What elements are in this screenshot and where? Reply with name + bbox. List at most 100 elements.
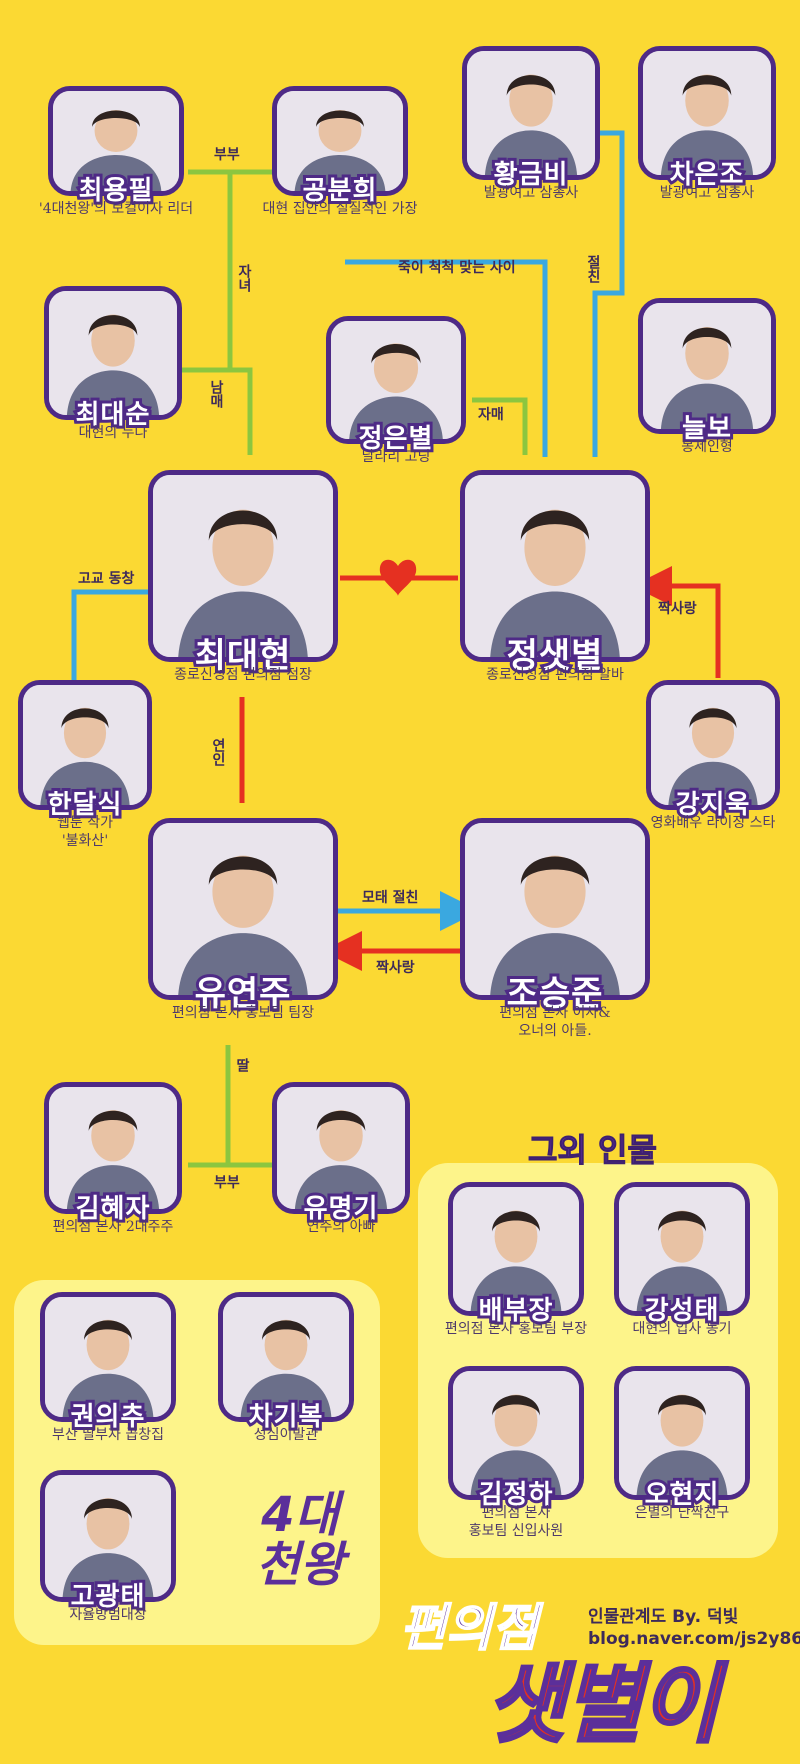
- character-name: 차기복: [246, 1399, 326, 1435]
- character-name: 정샛별: [504, 633, 606, 679]
- character-name: 유연주: [192, 971, 294, 1017]
- character-description: 웹툰 작가: [57, 815, 113, 831]
- character-name: 유명기: [301, 1191, 381, 1227]
- character-name: 조승준: [504, 971, 606, 1017]
- character-name: 김혜자: [73, 1191, 153, 1227]
- portrait-image: [148, 818, 338, 1000]
- character-name: 오현지: [642, 1477, 722, 1513]
- character-description: 영화배우 라이징 스타: [650, 815, 776, 831]
- character-description: 종로신성점 편의점 알바: [486, 667, 624, 683]
- character-description: 종로신성점 편의점 점장: [174, 667, 312, 683]
- character-description: 편의점 본사: [481, 1505, 551, 1521]
- character-description: 편의점 본사 2대주주: [52, 1219, 174, 1235]
- rel-bubu2: 부부: [214, 1175, 240, 1191]
- character-description: 은별의 단짝친구: [634, 1505, 730, 1521]
- character-description: 편의점 본사 홍보팀 팀장: [171, 1005, 315, 1021]
- portrait-image: [448, 1366, 584, 1500]
- portrait-image: [272, 86, 408, 196]
- four-kings-line2: 천왕: [255, 1537, 345, 1593]
- character-description: 대현의 입사 동기: [632, 1321, 732, 1337]
- character-name: 늘보: [679, 411, 734, 447]
- character-name: 황금비: [491, 157, 571, 193]
- character-name: 최대현: [192, 633, 294, 679]
- character-choi-yongpil: 최용필'4대천왕'의 보컬이자 리더: [39, 86, 193, 234]
- character-description: 편의점 본사 홍보팀 부장: [444, 1321, 588, 1337]
- rel-bubu1: 부부: [214, 147, 240, 163]
- character-name: 차은조: [667, 157, 747, 193]
- portrait-image: [48, 86, 184, 196]
- character-name: 강지욱: [673, 787, 753, 823]
- character-description: 대현의 누나: [78, 425, 148, 441]
- rel-jugi: 죽이 척척 맞는 사이: [398, 260, 516, 276]
- portrait-image: [44, 286, 182, 420]
- portrait-image: [40, 1292, 176, 1422]
- portrait-image: [44, 1082, 182, 1214]
- character-name: 최용필: [76, 173, 156, 209]
- portrait-image: [614, 1182, 750, 1316]
- rel-nammae1: 남매: [208, 380, 224, 408]
- character-name: 배부장: [476, 1293, 556, 1329]
- character-name: 공분희: [300, 173, 380, 209]
- rel-nammae2: 자매: [478, 407, 504, 423]
- character-description: 성심이발관: [253, 1427, 319, 1443]
- logo-title-sub: 샛별이: [484, 1654, 720, 1757]
- logo-title-main: 편의점: [399, 1598, 539, 1658]
- rel-jaksarang2: 짝사랑: [376, 960, 415, 976]
- character-name: 고광태: [68, 1579, 148, 1615]
- character-description: 자율방범대장: [69, 1607, 147, 1623]
- character-description: 오너의 아들.: [518, 1023, 592, 1039]
- credit-line1: 인물관계도 By. 덕빛: [588, 1607, 739, 1627]
- character-description: 발광여고 삼총사: [483, 185, 579, 201]
- portrait-image: [148, 470, 338, 662]
- portrait-image: [272, 1082, 410, 1214]
- character-description: 부산 딸부자 곱창집: [52, 1427, 164, 1443]
- portrait-image: [40, 1470, 176, 1602]
- rel-ttal: 딸: [234, 1058, 250, 1072]
- character-name: 강성태: [642, 1293, 722, 1329]
- character-name: 권의추: [68, 1399, 148, 1435]
- portrait-image: [614, 1366, 750, 1500]
- portrait-image: [462, 46, 600, 180]
- character-description: 연주의 아빠: [306, 1219, 376, 1235]
- character-description: '불화산': [61, 833, 109, 849]
- four-kings-label: 4대 천왕: [240, 1490, 360, 1590]
- portrait-image: [460, 470, 650, 662]
- rel-motae: 모태 절친: [362, 890, 419, 906]
- heart-icon: [379, 559, 417, 596]
- portrait-image: [646, 680, 780, 810]
- others-title: 그외 인물: [528, 1131, 658, 1170]
- character-description: '4대천왕'의 보컬이자 리더: [38, 201, 194, 217]
- character-name: 최대순: [73, 397, 153, 433]
- portrait-image: [218, 1292, 354, 1422]
- character-description: 발광여고 삼총사: [659, 185, 755, 201]
- portrait-image: [326, 316, 466, 444]
- character-name: 김정하: [476, 1477, 556, 1513]
- character-description: 봉제인형: [681, 439, 733, 455]
- portrait-image: [638, 46, 776, 180]
- rel-yeonin: 연인: [210, 738, 226, 766]
- rel-jaksarang1: 짝사랑: [658, 601, 697, 617]
- character-name: 정은별: [356, 421, 436, 457]
- portrait-image: [460, 818, 650, 1000]
- rel-jeolchin1: 절친: [585, 255, 601, 283]
- rel-janyeo: 자녀: [236, 264, 252, 292]
- credit-line2: blog.naver.com/js2y86: [588, 1629, 800, 1649]
